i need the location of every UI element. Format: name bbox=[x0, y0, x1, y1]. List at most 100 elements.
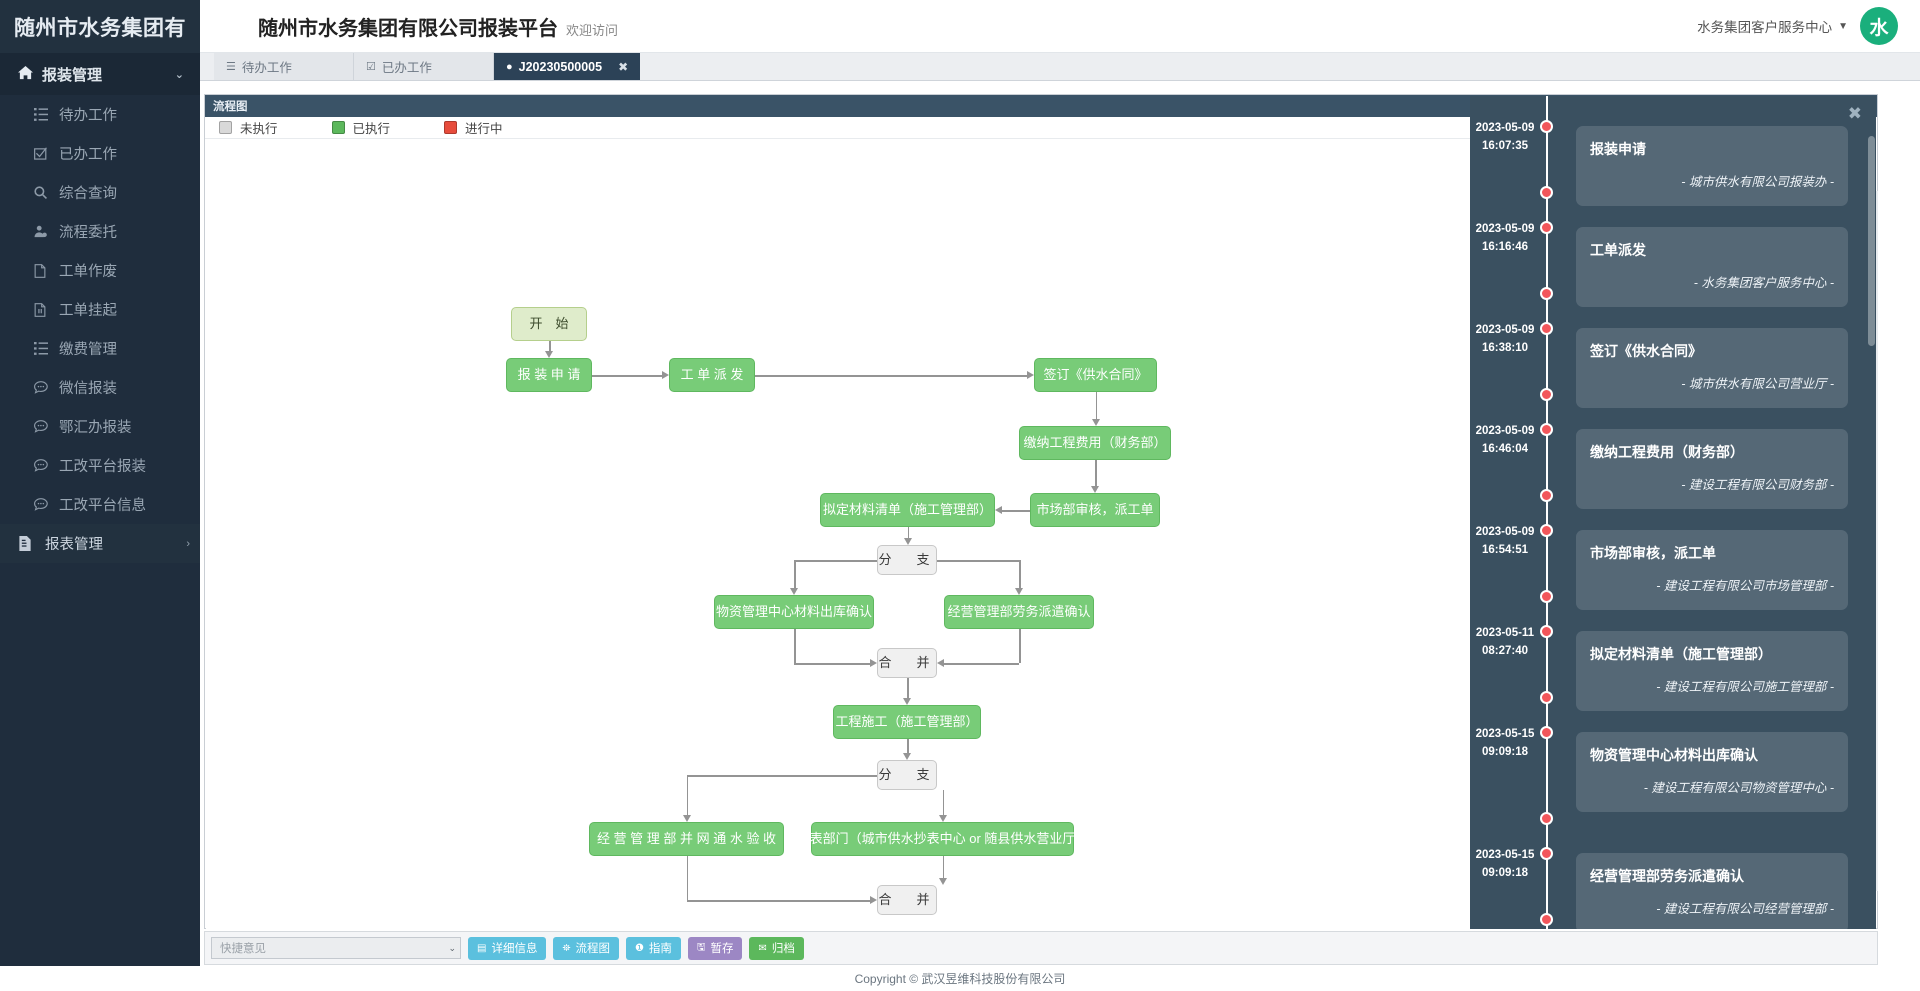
flow-edge bbox=[794, 560, 796, 589]
sidebar-item-report-management[interactable]: 报表管理 › bbox=[0, 524, 200, 563]
sidebar-item-7[interactable]: 微信报装 bbox=[0, 368, 200, 407]
flow-node-material[interactable]: 拟定材料清单（施工管理部） bbox=[820, 493, 995, 527]
timeline-card-3[interactable]: 缴纳工程费用（财务部）- 建设工程有限公司财务部 - bbox=[1576, 429, 1848, 510]
timeline-dot-7[interactable] bbox=[1540, 847, 1553, 860]
avatar[interactable]: 水 bbox=[1860, 7, 1898, 45]
close-icon[interactable]: ✖ bbox=[1847, 104, 1862, 123]
footer-copyright: Copyright © 武汉昱维科技股份有限公司 bbox=[0, 966, 1920, 991]
timeline-dot-end-4[interactable] bbox=[1540, 590, 1553, 603]
flow-node-branch1[interactable]: 分 支 bbox=[877, 545, 937, 575]
list-icon bbox=[34, 108, 59, 121]
tab-0[interactable]: ☰待办工作 bbox=[214, 53, 354, 80]
sidebar-item-1[interactable]: 已办工作 bbox=[0, 134, 200, 173]
quick-opinion-select[interactable]: 快捷意见 ⌄ bbox=[211, 937, 461, 959]
timeline-card-1[interactable]: 工单派发- 水务集团客户服务中心 - bbox=[1576, 227, 1848, 308]
timeline-dot-0[interactable] bbox=[1540, 120, 1553, 133]
timeline-card-6[interactable]: 物资管理中心材料出库确认- 建设工程有限公司物资管理中心 - bbox=[1576, 732, 1848, 813]
timeline-card-4[interactable]: 市场部审核，派工单- 建设工程有限公司市场管理部 - bbox=[1576, 530, 1848, 611]
flow-node-meter[interactable]: 抄表部门（城市供水抄表中心 or 随县供水营业厅） bbox=[797, 822, 1088, 856]
timeline-dot-end-1[interactable] bbox=[1540, 287, 1553, 300]
flow-node-merge1[interactable]: 合 并 bbox=[877, 648, 937, 678]
sidebar-item-5[interactable]: 工单挂起 bbox=[0, 290, 200, 329]
flow-arrowhead bbox=[790, 588, 798, 595]
flow-node-stock[interactable]: 物资管理中心材料出库确认 bbox=[714, 595, 874, 629]
timeline-dot-end-5[interactable] bbox=[1540, 691, 1553, 704]
timeline-dot-4[interactable] bbox=[1540, 524, 1553, 537]
sidebar-group-baozhuang[interactable]: 报装管理 ⌄ bbox=[0, 53, 200, 95]
timeline-dot-end-0[interactable] bbox=[1540, 186, 1553, 199]
timeline-card-2[interactable]: 签订《供水合同》- 城市供水有限公司营业厅 - bbox=[1576, 328, 1848, 409]
sidebar-item-2[interactable]: 综合查询 bbox=[0, 173, 200, 212]
comment-icon bbox=[34, 420, 59, 433]
tab-2[interactable]: ●J20230500005✖ bbox=[494, 53, 641, 80]
flow-node-dispatch[interactable]: 工 单 派 发 bbox=[669, 358, 755, 392]
timeline-dot-2[interactable] bbox=[1540, 322, 1553, 335]
legend-swatch bbox=[444, 121, 458, 134]
toolbar-button-label: 流程图 bbox=[575, 943, 610, 955]
timeline-dot-6[interactable] bbox=[1540, 726, 1553, 739]
sidebar-item-10[interactable]: 工改平台信息 bbox=[0, 485, 200, 524]
flow-edge bbox=[942, 790, 945, 816]
flow-edge bbox=[686, 775, 877, 777]
sidebar-item-8[interactable]: 鄂汇办报装 bbox=[0, 407, 200, 446]
flow-canvas[interactable]: 开 始报 装 申 请 工 单 派 发 签订《供水合同》缴纳工程费用（财务部） 市场部审… bbox=[206, 139, 1471, 929]
timeline-dot-5[interactable] bbox=[1540, 625, 1553, 638]
flow-node-merge2[interactable]: 合 并 bbox=[877, 885, 937, 915]
toolbar-button-1[interactable]: ⛯流程图 bbox=[553, 936, 619, 960]
flow-node-build[interactable]: 工程施工（施工管理部） bbox=[833, 705, 981, 739]
tab-1[interactable]: ☑已办工作 bbox=[354, 53, 494, 80]
sidebar-item-3[interactable]: 流程委托 bbox=[0, 212, 200, 251]
sidebar-item-label: 鄂汇办报装 bbox=[59, 420, 132, 436]
sidebar-item-0[interactable]: 待办工作 bbox=[0, 95, 200, 134]
flow-node-accept[interactable]: 经 营 管 理 部 并 网 通 水 验 收 bbox=[589, 822, 784, 856]
flow-node-market[interactable]: 市场部审核，派工单 bbox=[1030, 493, 1160, 527]
timeline-dot-end-6[interactable] bbox=[1540, 812, 1553, 825]
flow-node-start[interactable]: 开 始 bbox=[511, 307, 587, 341]
timeline-scrollbar[interactable] bbox=[1868, 136, 1875, 346]
legend-swatch bbox=[331, 121, 345, 134]
flow-node-labour[interactable]: 经营管理部劳务派遣确认 bbox=[944, 595, 1094, 629]
flow-node-contract[interactable]: 签订《供水合同》 bbox=[1034, 358, 1157, 392]
flow-edge bbox=[794, 560, 877, 562]
timeline-time: 16:46:04 bbox=[1481, 442, 1529, 455]
timeline-date: 2023-05-09 bbox=[1475, 223, 1535, 235]
chevron-down-icon[interactable]: ▼ bbox=[1838, 20, 1848, 32]
timeline-card-7[interactable]: 经营管理部劳务派遣确认- 建设工程有限公司经营管理部 - bbox=[1576, 853, 1848, 929]
flow-arrowhead bbox=[1091, 486, 1099, 493]
timeline-dot-end-3[interactable] bbox=[1540, 489, 1553, 502]
flow-edge bbox=[1019, 629, 1021, 663]
timeline-dot-3[interactable] bbox=[1540, 423, 1553, 436]
timeline-date: 2023-05-15 bbox=[1475, 849, 1535, 861]
flow-node-branch2[interactable]: 分 支 bbox=[877, 760, 937, 790]
timeline-dot-1[interactable] bbox=[1540, 221, 1553, 234]
flow-arrowhead bbox=[1091, 419, 1100, 426]
timeline-card-title: 缴纳工程费用（财务部） bbox=[1590, 444, 1744, 460]
sidebar-brand: 随州市水务集团有 bbox=[0, 0, 200, 53]
flow-node-fee[interactable]: 缴纳工程费用（财务部） bbox=[1019, 426, 1171, 460]
timeline-dot-end-2[interactable] bbox=[1540, 388, 1553, 401]
timeline-card-title: 拟定材料清单（施工管理部） bbox=[1590, 646, 1772, 662]
sidebar-item-9[interactable]: 工改平台报装 bbox=[0, 446, 200, 485]
toolbar-button-0[interactable]: ▤详细信息 bbox=[468, 936, 547, 960]
current-user-label[interactable]: 水务集团客户服务中心 bbox=[1697, 20, 1833, 35]
timeline-dot-end-7[interactable] bbox=[1540, 913, 1553, 926]
flow-arrowhead bbox=[545, 351, 553, 358]
flow-edge bbox=[592, 375, 663, 377]
timeline-card-0[interactable]: 报装申请- 城市供水有限公司报装办 - bbox=[1576, 126, 1848, 207]
timeline-card-5[interactable]: 拟定材料清单（施工管理部）- 建设工程有限公司施工管理部 - bbox=[1576, 631, 1848, 712]
close-icon[interactable]: ✖ bbox=[618, 59, 629, 74]
flow-node-apply[interactable]: 报 装 申 请 bbox=[506, 358, 592, 392]
sidebar-item-4[interactable]: 工单作废 bbox=[0, 251, 200, 290]
sidebar-item-6[interactable]: 缴费管理 bbox=[0, 329, 200, 368]
flow-edge bbox=[549, 341, 551, 352]
timeline-time: 16:16:46 bbox=[1481, 240, 1529, 253]
toolbar-button-3[interactable]: 🖫暂存 bbox=[687, 936, 743, 960]
toolbar-button-4[interactable]: ✉归档 bbox=[749, 936, 804, 960]
